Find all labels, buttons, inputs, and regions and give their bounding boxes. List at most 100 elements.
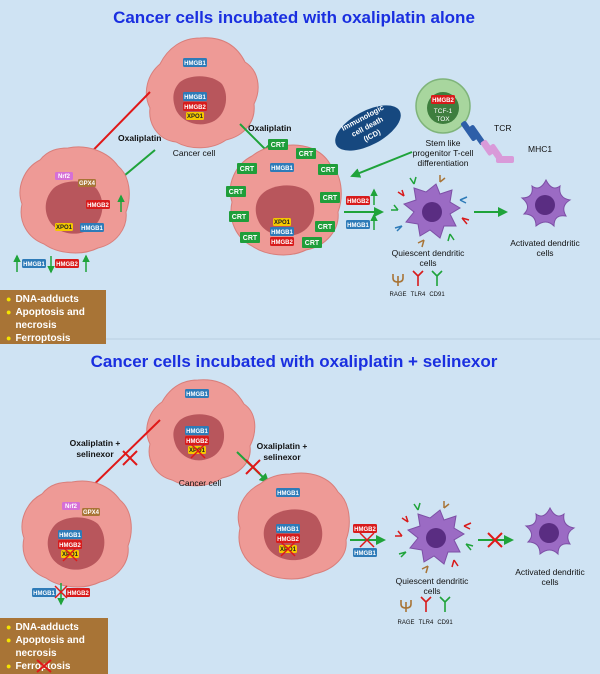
svg-text:CD91: CD91 — [437, 620, 453, 626]
svg-text:CD91: CD91 — [429, 292, 445, 298]
hmgb1-tag — [183, 92, 207, 101]
svg-text:HMGB1: HMGB1 — [277, 491, 299, 497]
svg-text:HMGB1: HMGB1 — [59, 533, 81, 539]
svg-text:HMGB2: HMGB2 — [271, 240, 293, 246]
oxaliplatin-right-label: Oxaliplatin — [248, 123, 291, 133]
svg-text:CRT: CRT — [229, 189, 244, 196]
receptor-legend-top: RAGE TLR4 CD91 — [389, 270, 445, 298]
svg-text:RAGE: RAGE — [389, 292, 406, 298]
hmgb1-tag — [183, 58, 207, 67]
crt-tags: CRT CRT CRT CRT CRT CRT CRT CRT CRT CRT — [226, 139, 340, 248]
stem-label: Stem like — [426, 138, 461, 148]
top-title: Cancer cells incubated with oxaliplatin … — [113, 8, 475, 27]
top-cancer-cell: HMGB1 HMGB1 HMGB2 XPO1 — [145, 37, 259, 149]
quiescent-label-bottom: Quiescent dendritic — [396, 576, 470, 586]
svg-text:progenitor T-cell: progenitor T-cell — [413, 148, 474, 158]
svg-text:HMGB2: HMGB2 — [87, 203, 109, 209]
activated-dendritic-cell-bottom — [524, 506, 576, 556]
crt-cancer-cell: HMGB1 XPO1 HMGB1 HMGB2 — [229, 144, 342, 256]
hmgb2-tag — [86, 200, 110, 209]
bottom-title: Cancer cells incubated with oxaliplatin … — [91, 352, 498, 371]
svg-text:TLR4: TLR4 — [419, 620, 434, 626]
bottom-cancer-cell: HMGB1 HMGB1 HMGB2 XPO1 — [146, 379, 256, 487]
t-cell: HMGB2 TCF-1 TOX — [415, 78, 471, 134]
svg-text:HMGB1: HMGB1 — [271, 230, 293, 236]
svg-text:HMGB1: HMGB1 — [81, 226, 103, 232]
outcome-item: DNA-adducts — [15, 622, 79, 633]
svg-text:HMGB1: HMGB1 — [33, 591, 55, 597]
svg-text:differentiation: differentiation — [418, 158, 469, 168]
quiescent-dendritic-cell-bottom — [395, 501, 474, 574]
block-cross — [245, 459, 261, 475]
svg-text:HMGB2: HMGB2 — [184, 105, 206, 111]
svg-text:HMGB2: HMGB2 — [56, 262, 78, 268]
svg-text:CRT: CRT — [243, 235, 258, 242]
hmgb2-tag — [183, 102, 207, 111]
svg-text:CRT: CRT — [318, 224, 333, 231]
top-cancer-cell-label: Cancer cell — [173, 148, 216, 158]
svg-text:XPO1: XPO1 — [187, 114, 204, 120]
svg-text:Nrf2: Nrf2 — [65, 504, 78, 510]
svg-text:HMGB2: HMGB2 — [186, 439, 208, 445]
svg-text:GPX4: GPX4 — [83, 510, 100, 516]
released-hmgb-bottom: HMGB1 HMGB2 — [32, 583, 90, 606]
svg-text:CRT: CRT — [232, 214, 247, 221]
svg-text:CRT: CRT — [240, 166, 255, 173]
svg-text:HMGB2: HMGB2 — [432, 98, 454, 104]
icd-label: Immunologic cell death (ICD) — [335, 103, 401, 151]
oxaliplatin-left-label: Oxaliplatin — [118, 133, 161, 143]
bottom-right-cancer-cell: HMGB1 HMGB1 HMGB2 XPO1 — [237, 472, 350, 580]
oxsel-left-label: Oxaliplatin + — [70, 438, 121, 448]
block-cross — [122, 450, 138, 466]
svg-text:selinexor: selinexor — [263, 452, 301, 462]
svg-text:HMGB2: HMGB2 — [277, 537, 299, 543]
svg-text:CRT: CRT — [305, 240, 320, 247]
svg-text:HMGB1: HMGB1 — [354, 551, 376, 557]
svg-text:HMGB1: HMGB1 — [271, 166, 293, 172]
svg-text:XPO1: XPO1 — [56, 225, 73, 231]
green-arrow — [350, 151, 413, 178]
gpx4-tag — [78, 179, 96, 187]
quiescent-dendritic-cell — [391, 175, 470, 248]
activated-label-top: Activated dendritic — [510, 238, 580, 248]
svg-text:XPO1: XPO1 — [274, 220, 291, 226]
svg-text:CRT: CRT — [299, 151, 314, 158]
released-hmgb-crt: HMGB2 HMGB1 — [344, 188, 384, 230]
block-cross — [487, 532, 503, 548]
xpo1-tag — [186, 112, 204, 120]
svg-text:CRT: CRT — [321, 167, 336, 174]
outcome-item: Ferroptosis — [15, 333, 71, 344]
bottom-cancer-cell-label: Cancer cell — [179, 478, 222, 488]
outcome-item: Apoptosis and — [15, 307, 85, 318]
svg-text:HMGB1: HMGB1 — [186, 429, 208, 435]
svg-text:RAGE: RAGE — [397, 620, 414, 626]
svg-text:HMGB1: HMGB1 — [23, 262, 45, 268]
outcome-item: Apoptosis and — [15, 635, 85, 646]
top-left-cancer-cell: Nrf2 GPX4 HMGB2 XPO1 HMGB1 — [19, 146, 130, 254]
oxsel-right-label: Oxaliplatin + — [257, 441, 308, 451]
svg-text:HMGB1: HMGB1 — [186, 392, 208, 398]
svg-text:cells: cells — [536, 248, 553, 258]
xpo1-tag — [55, 223, 73, 231]
bottom-left-cancer-cell: Nrf2 GPX4 HMGB1 HMGB2 XPO1 — [21, 480, 132, 588]
hmgb1-tag — [80, 223, 104, 232]
svg-text:HMGB1: HMGB1 — [184, 61, 206, 67]
svg-text:HMGB1: HMGB1 — [347, 223, 369, 229]
released-hmgb-bottom-right: HMGB2 HMGB1 — [350, 524, 386, 557]
outcome-item: DNA-adducts — [15, 294, 79, 305]
tcr-label: TCR — [494, 123, 511, 133]
svg-text:TLR4: TLR4 — [411, 292, 426, 298]
svg-text:GPX4: GPX4 — [79, 181, 96, 187]
nrf2-tag — [55, 172, 73, 180]
svg-text:HMGB2: HMGB2 — [354, 527, 376, 533]
activated-dendritic-cell — [520, 178, 572, 228]
svg-text:HMGB2: HMGB2 — [347, 199, 369, 205]
svg-text:cells: cells — [419, 258, 436, 268]
released-hmgb-top: HMGB1 HMGB2 — [13, 254, 90, 274]
receptor-legend-bottom: RAGE TLR4 CD91 — [397, 596, 453, 626]
activated-label-bottom: Activated dendritic — [515, 567, 585, 577]
mhc1-label: MHC1 — [528, 144, 552, 154]
